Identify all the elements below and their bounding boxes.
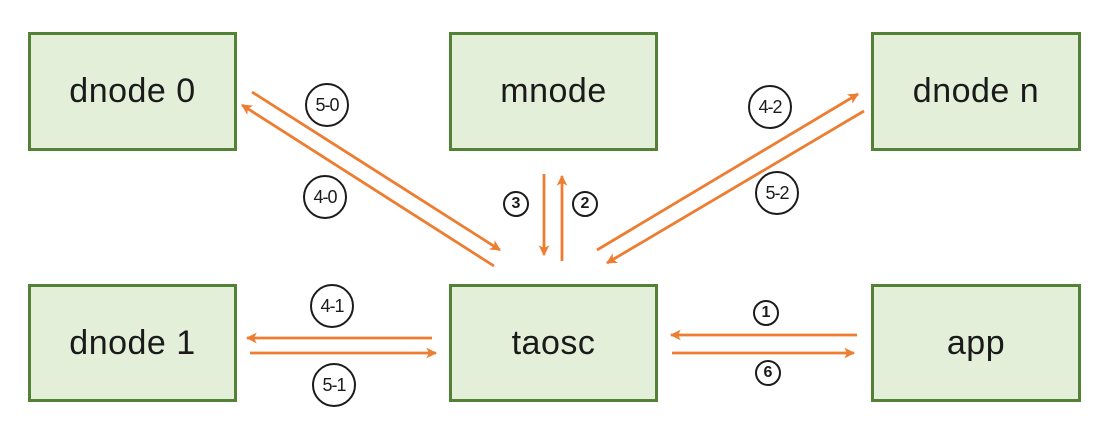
node-dnoden-label: dnode n xyxy=(912,72,1040,110)
edge-label-5-0: 5-0 xyxy=(305,83,349,127)
edge-label-6: 6 xyxy=(755,360,781,386)
node-app-label: app xyxy=(946,323,1006,362)
node-dnoden: dnode n xyxy=(871,32,1081,151)
node-taosc-label: taosc xyxy=(511,323,596,362)
node-mnode-label: mnode xyxy=(500,72,607,110)
arrow-4-0 xyxy=(241,103,495,268)
edge-label-4-1: 4-1 xyxy=(310,284,354,328)
node-dnode1: dnode 1 xyxy=(28,284,237,402)
arrow-5-2 xyxy=(606,109,865,265)
edge-label-2: 2 xyxy=(572,191,598,217)
node-mnode: mnode xyxy=(449,32,658,151)
edge-label-5-1: 5-1 xyxy=(312,363,356,407)
edge-label-5-2: 5-2 xyxy=(755,171,799,215)
edge-label-3: 3 xyxy=(503,191,529,217)
edge-label-1: 1 xyxy=(753,300,779,326)
arrow-5-0 xyxy=(251,90,501,252)
node-app: app xyxy=(871,284,1081,402)
node-taosc: taosc xyxy=(449,284,658,402)
edge-label-4-2: 4-2 xyxy=(748,85,792,129)
node-dnode1-label: dnode 1 xyxy=(69,323,196,362)
node-dnode0-label: dnode 0 xyxy=(69,72,196,110)
edge-label-4-0: 4-0 xyxy=(303,175,347,219)
node-dnode0: dnode 0 xyxy=(28,32,237,151)
arrow-4-2 xyxy=(596,92,859,252)
